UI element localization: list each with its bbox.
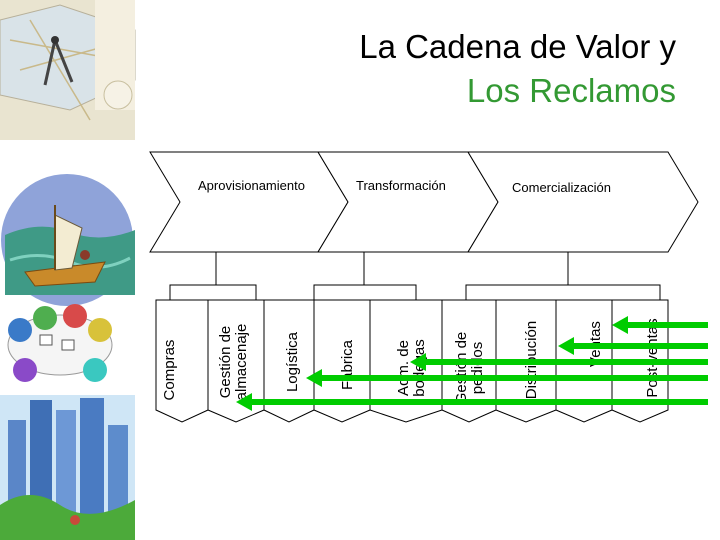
stage-label-comercializacion: Comercialización xyxy=(512,180,611,195)
complaint-arrow-3 xyxy=(410,353,708,371)
arrow-head xyxy=(236,393,252,411)
activity-chevron-logistica xyxy=(263,299,315,423)
map-compass-image xyxy=(0,0,136,140)
stage-label-aprovisionamiento: Aprovisionamiento xyxy=(198,178,305,193)
arrow-head xyxy=(612,316,628,334)
arrow-head xyxy=(410,353,426,371)
people-circle-image xyxy=(7,304,113,382)
complaint-arrow-4 xyxy=(306,369,708,387)
arrow-head xyxy=(306,369,322,387)
stage-chevron-comercializacion xyxy=(467,151,699,253)
slide-title-line2: Los Reclamos xyxy=(466,72,676,109)
complaint-arrow-5 xyxy=(236,393,708,411)
ship-clipart-image xyxy=(1,174,135,306)
activity-chevron-almacenaje xyxy=(207,299,265,423)
complaint-arrow-1 xyxy=(612,316,708,334)
activity-chevron-bodegas xyxy=(369,299,443,423)
slide-title-line1: La Cadena de Valor y xyxy=(359,28,676,65)
complaint-arrow-2 xyxy=(558,337,708,355)
activity-chevron-compras xyxy=(155,299,209,423)
activity-chevron-fabrica xyxy=(313,299,371,423)
stage-label-transformacion: Transformación xyxy=(356,178,446,193)
arrow-head xyxy=(558,337,574,355)
stage-connectors xyxy=(169,252,661,300)
city-skyscrapers-image xyxy=(0,395,135,540)
